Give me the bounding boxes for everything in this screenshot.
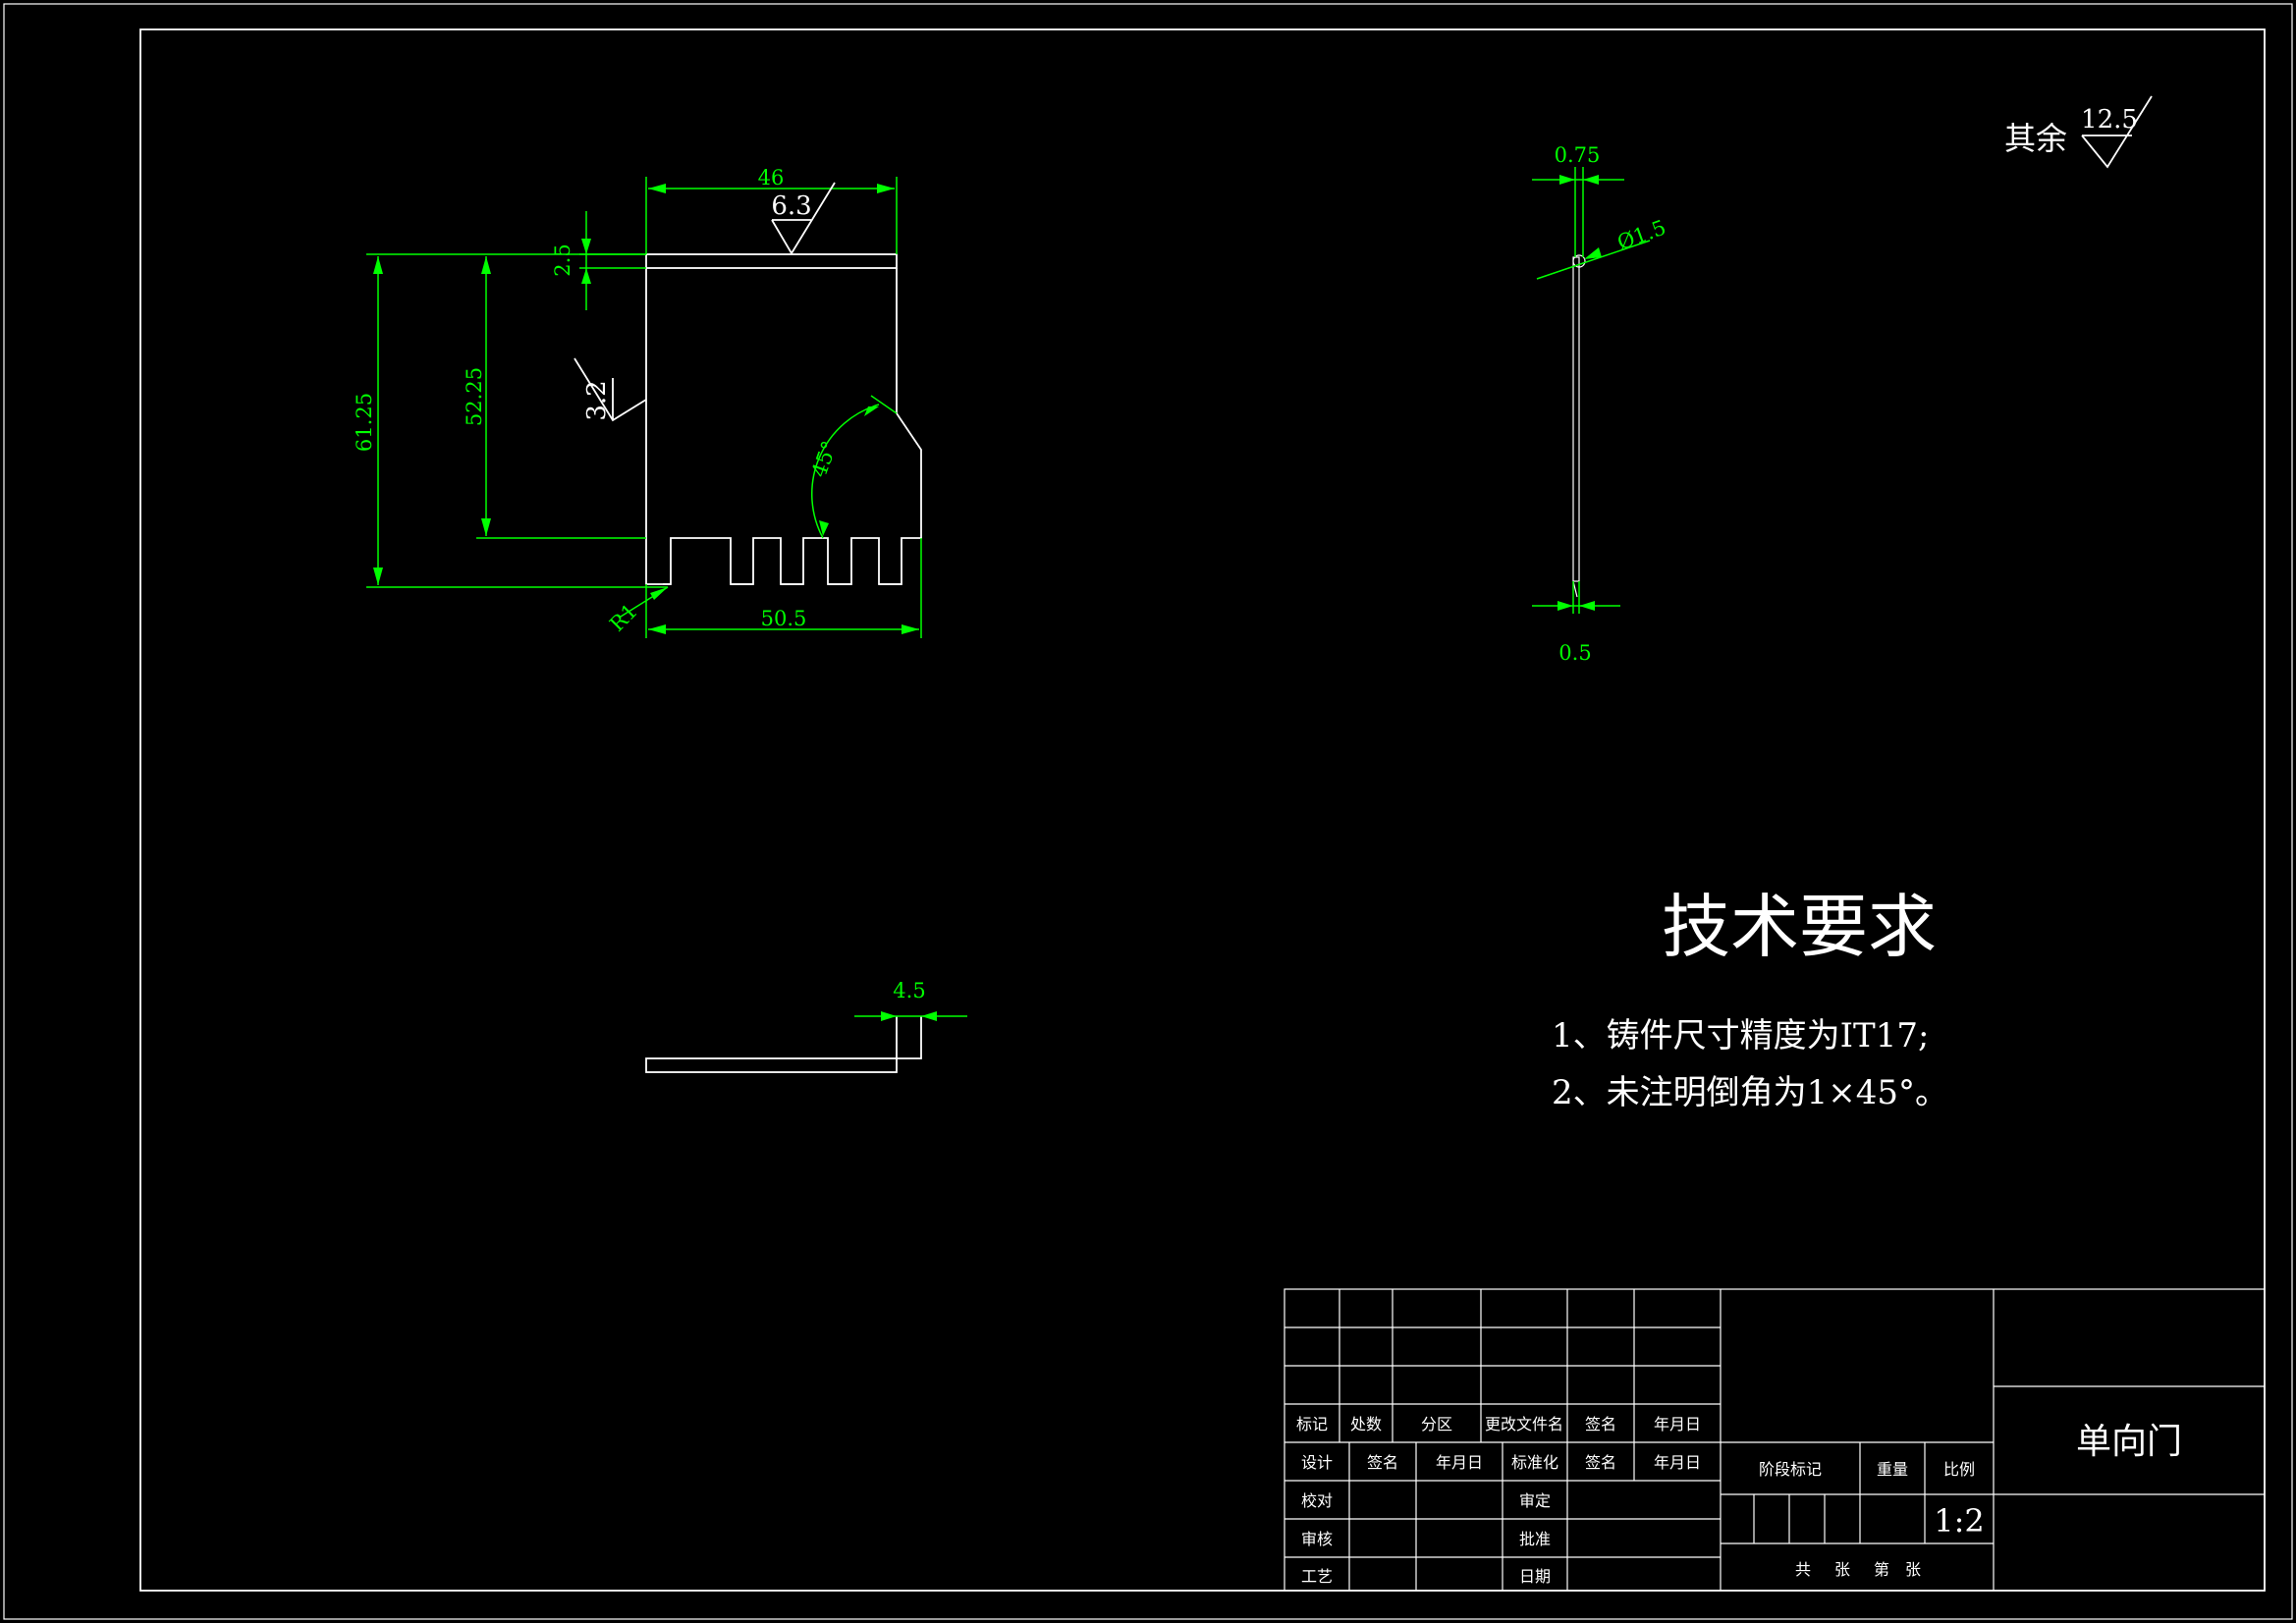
bottom-tab — [896, 1016, 922, 1059]
tb-mark: 标记 — [1296, 1415, 1328, 1434]
tb-standard: 标准化 — [1511, 1453, 1558, 1472]
tb-stage: 阶段标记 — [1759, 1460, 1822, 1479]
tb-sheet-total: 共 — [1795, 1560, 1811, 1579]
front-dims: 46 2.5 61.25 52.25 45° R1 — [353, 166, 922, 638]
top-flange — [645, 253, 898, 269]
tb-design: 设计 — [1301, 1453, 1333, 1472]
tb-sign3: 签名 — [1585, 1453, 1616, 1472]
dim-angle: 45° — [807, 438, 842, 480]
dim-angle-arc — [811, 404, 880, 539]
tb-audit: 审核 — [1301, 1530, 1333, 1548]
dim-bottom-tab: 4.5 — [893, 979, 925, 1002]
tb-zone: 分区 — [1421, 1415, 1452, 1434]
tech-req-item-1: 1、铸件尺寸精度为IT17; — [1552, 1016, 1929, 1055]
side-plate — [1572, 256, 1580, 582]
side-view — [1572, 254, 1586, 598]
title-block — [1284, 1288, 2266, 1592]
tb-change-doc: 更改文件名 — [1485, 1415, 1563, 1434]
tb-review: 审定 — [1519, 1491, 1551, 1510]
tb-approve: 批准 — [1519, 1530, 1551, 1548]
roughness-other-label: 其余 — [2004, 120, 2067, 157]
tb-scale-value: 1:2 — [1934, 1502, 1985, 1540]
dim-width-bottom: 50.5 — [761, 607, 807, 630]
tb-sign: 签名 — [1585, 1415, 1616, 1434]
tb-sheet-no: 第 — [1874, 1560, 1889, 1579]
dim-radius: R1 — [605, 599, 642, 636]
tb-scale-label: 比例 — [1943, 1460, 1975, 1479]
outer-border — [3, 3, 2293, 1620]
tb-day: 日期 — [1519, 1567, 1551, 1586]
side-dims: 0.75 Ø1.5 0.5 — [1532, 143, 1668, 665]
dim-width-top: 46 — [758, 166, 785, 189]
tech-req-title: 技术要求 — [1662, 887, 1937, 967]
inner-border — [139, 28, 2266, 1592]
bottom-plate — [645, 1057, 898, 1073]
dim-side-hole: Ø1.5 — [1614, 215, 1669, 254]
dim-height-body: 52.25 — [463, 367, 486, 426]
dim-side-bottom: 0.5 — [1558, 641, 1591, 665]
tb-date3: 年月日 — [1654, 1453, 1701, 1472]
dim-thickness: 2.5 — [551, 243, 574, 276]
tb-date: 年月日 — [1654, 1415, 1701, 1434]
dim-side-top: 0.75 — [1555, 143, 1601, 167]
tb-count: 处数 — [1350, 1415, 1382, 1434]
dim-height-total: 61.25 — [353, 393, 376, 452]
tech-req-item-2: 2、未注明倒角为1×45°。 — [1552, 1073, 1948, 1112]
roughness-top-value: 6.3 — [771, 191, 811, 221]
tb-sign2: 签名 — [1367, 1453, 1398, 1472]
tb-check: 校对 — [1301, 1491, 1333, 1510]
tb-process: 工艺 — [1301, 1567, 1333, 1586]
roughness-side-value: 3.2 — [582, 380, 612, 420]
body-outline — [645, 268, 922, 585]
tb-sheet-unit: 张 — [1834, 1560, 1850, 1579]
tb-weight: 重量 — [1877, 1460, 1908, 1479]
front-view — [645, 253, 922, 585]
pivot-hole — [1572, 254, 1586, 268]
tb-part-name: 单向门 — [2076, 1422, 2182, 1462]
tb-date2: 年月日 — [1436, 1453, 1483, 1472]
roughness-top: 6.3 — [771, 182, 836, 255]
roughness-side: 3.2 — [574, 357, 647, 422]
tb-sheet-unit2: 张 — [1905, 1560, 1921, 1579]
roughness-other-value: 12.5 — [2081, 105, 2138, 135]
title-block-labels: 标记 处数 分区 更改文件名 签名 年月日 设计 签名 年月日 标准化 签名 年… — [1296, 1415, 2182, 1586]
bottom-view: 4.5 — [645, 979, 967, 1073]
roughness-other: 其余 12.5 — [2004, 95, 2153, 169]
